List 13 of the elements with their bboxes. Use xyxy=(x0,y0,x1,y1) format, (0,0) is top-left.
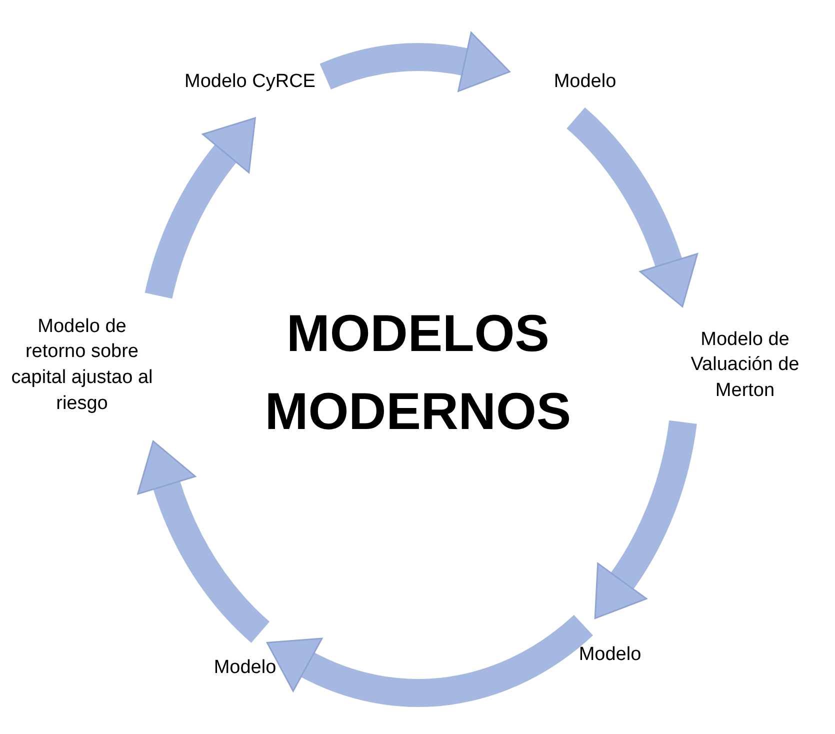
node-label: Modelo xyxy=(214,656,276,680)
title: MODELOS MODERNOS xyxy=(264,304,572,443)
curved-arrow xyxy=(138,441,270,642)
node-label: Modelo de Valuación de Merton xyxy=(690,328,800,403)
curved-arrow xyxy=(596,420,697,620)
curved-arrow xyxy=(265,614,592,706)
node-label: Modelo CyRCE xyxy=(184,70,316,94)
curved-arrow xyxy=(320,32,511,92)
curved-arrow xyxy=(144,116,254,300)
curved-arrow xyxy=(566,108,698,307)
node-label: Modelo xyxy=(578,643,642,668)
node-label: Modelo xyxy=(554,70,616,94)
node-label: Modelo de retorno sobre capital ajustao al riesgo xyxy=(10,314,154,416)
